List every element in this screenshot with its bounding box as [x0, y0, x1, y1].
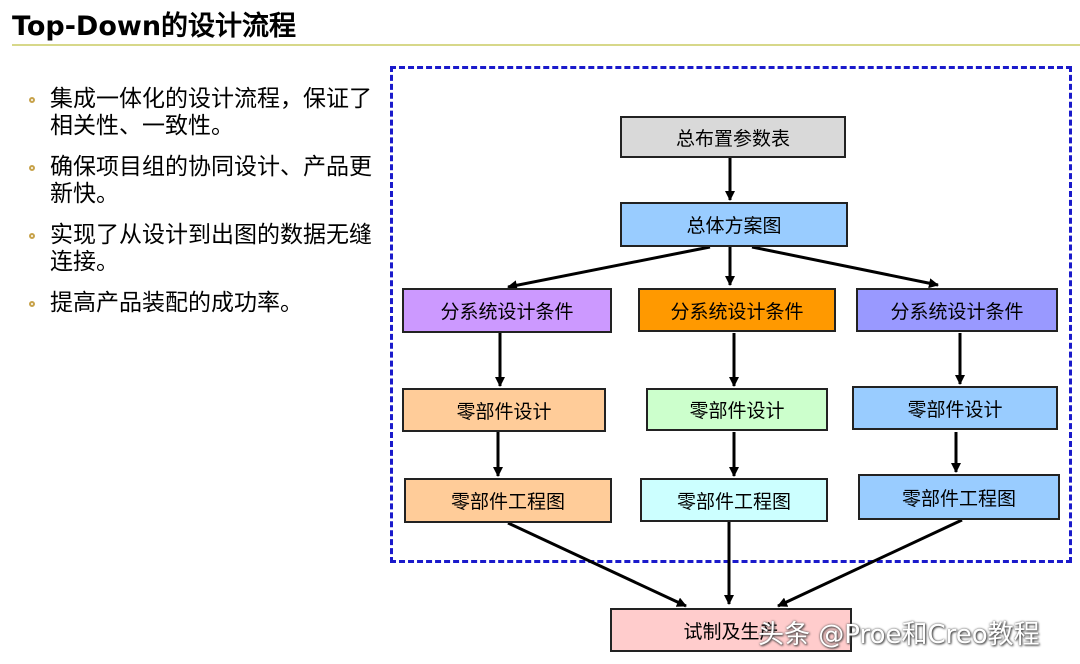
bullet-icon — [29, 97, 35, 103]
arrow-drawing-to-final-1 — [507, 521, 687, 608]
part-drawing-box-3: 零部件工程图 — [858, 474, 1060, 520]
bullet-item: 实现了从设计到出图的数据无缝连接。 — [26, 222, 388, 276]
part-design-box-1: 零部件设计 — [402, 388, 606, 432]
subsystem-condition-box-3: 分系统设计条件 — [856, 288, 1058, 332]
bullet-list: 集成一体化的设计流程，保证了相关性、一致性。 确保项目组的协同设计、产品更新快。… — [26, 86, 388, 331]
bullet-text: 提高产品装配的成功率。 — [50, 290, 303, 316]
design-scope-frame — [390, 66, 1072, 563]
part-drawing-box-2: 零部件工程图 — [640, 478, 828, 522]
subsystem-condition-box-2: 分系统设计条件 — [638, 288, 836, 332]
bullet-item: 集成一体化的设计流程，保证了相关性、一致性。 — [26, 86, 388, 140]
arrow-plan-to-subsystem-3 — [751, 245, 939, 289]
bullet-icon — [29, 301, 35, 307]
arrow-drawing-to-final-3 — [777, 518, 963, 608]
watermark-text: 头条 @Proe和Creo教程 — [758, 620, 1040, 650]
bullet-item: 确保项目组的协同设计、产品更新快。 — [26, 154, 388, 208]
bullet-icon — [29, 233, 35, 239]
part-design-box-3: 零部件设计 — [852, 386, 1058, 430]
bullet-text: 集成一体化的设计流程，保证了相关性、一致性。 — [50, 86, 372, 139]
bullet-text: 实现了从设计到出图的数据无缝连接。 — [50, 222, 372, 275]
part-design-box-2: 零部件设计 — [646, 388, 828, 431]
bullet-text: 确保项目组的协同设计、产品更新快。 — [50, 154, 372, 207]
subsystem-condition-box-1: 分系统设计条件 — [402, 288, 612, 333]
overall-parameter-table-box: 总布置参数表 — [620, 116, 846, 158]
overall-plan-box: 总体方案图 — [620, 202, 848, 247]
arrow-plan-to-subsystem-1 — [507, 245, 711, 291]
title-divider — [12, 44, 1080, 46]
trial-production-box: 试制及生产 — [610, 608, 852, 652]
part-drawing-box-1: 零部件工程图 — [404, 478, 612, 523]
bullet-item: 提高产品装配的成功率。 — [26, 290, 388, 317]
page-title: Top-Down的设计流程 — [12, 11, 297, 42]
bullet-icon — [29, 165, 35, 171]
